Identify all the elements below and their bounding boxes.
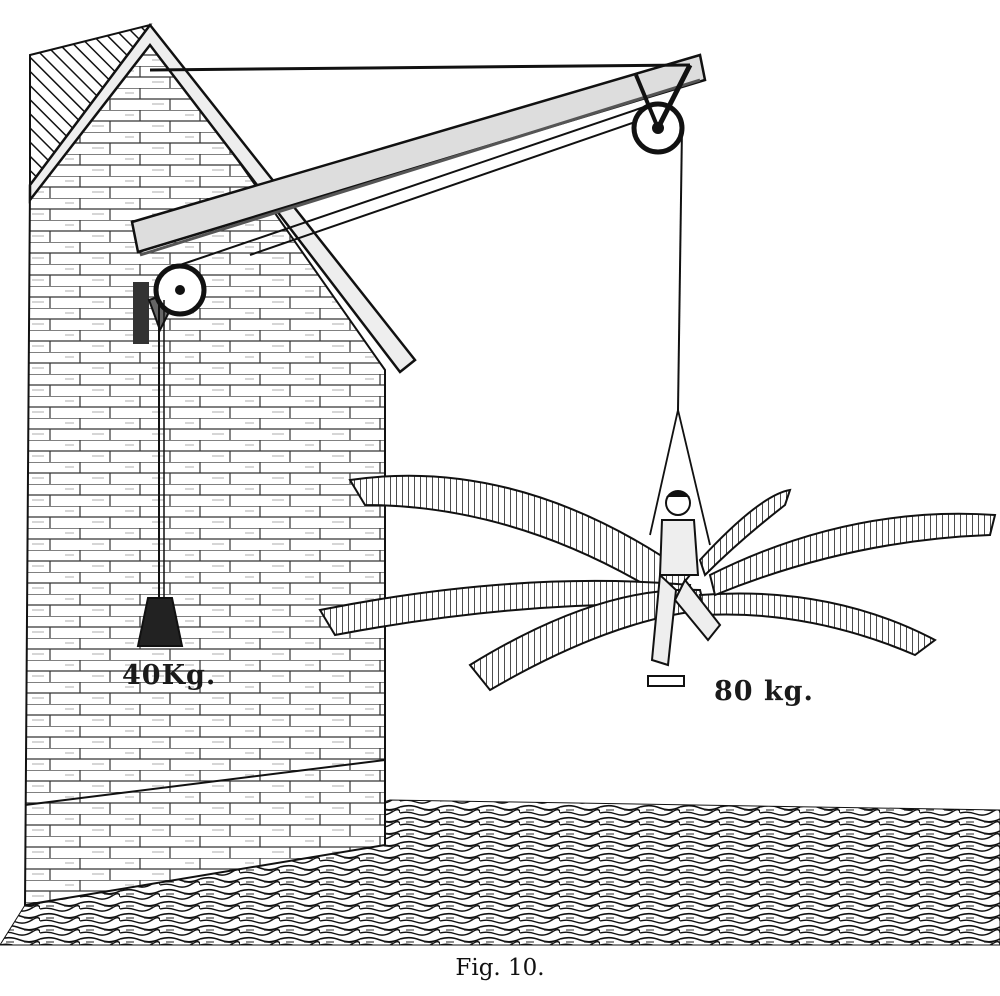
- flyer-weight-label: 80 kg.: [714, 676, 814, 707]
- roof-edge: [28, 22, 417, 374]
- counterweight-label: 40Kg.: [122, 660, 217, 691]
- counterweight-icon: [136, 597, 184, 647]
- crane-beam: [130, 53, 707, 254]
- aviator-figure: [647, 490, 722, 687]
- wall-pulley-icon: [133, 263, 207, 344]
- figure-caption: Fig. 10.: [455, 955, 545, 981]
